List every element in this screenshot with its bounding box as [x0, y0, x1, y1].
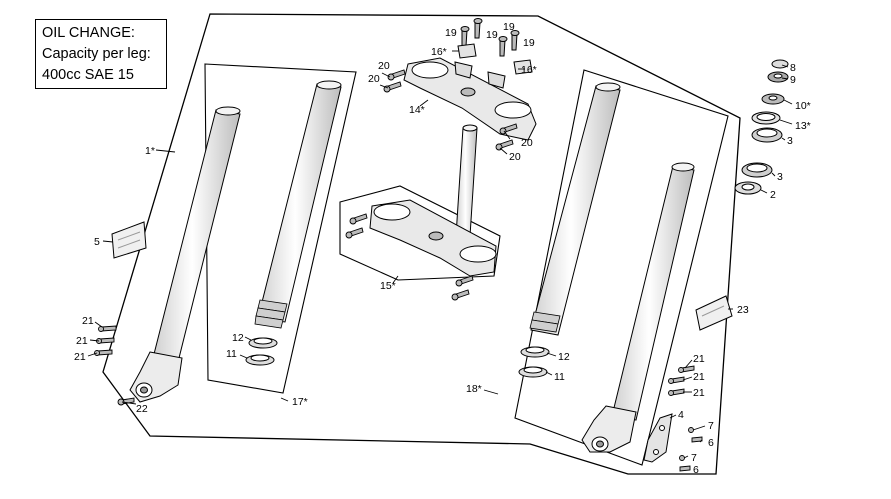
- sticker-23: [695, 295, 733, 331]
- bolts-21-22: [94, 325, 695, 406]
- label-part-10: 10*: [795, 100, 811, 112]
- label-part-9: 9: [790, 74, 796, 86]
- label-part-13: 13*: [795, 120, 811, 132]
- bolts-6-7: [679, 427, 703, 472]
- oil-capacity-value: 400cc SAE 15: [42, 67, 134, 83]
- label-part-16: 16*: [431, 46, 447, 58]
- label-part-21: 21: [693, 353, 705, 365]
- label-part-6: 6: [708, 437, 714, 449]
- steering-stem: [455, 124, 478, 237]
- oil-change-note: OIL CHANGE: Capacity per leg: 400cc SAE …: [35, 19, 167, 89]
- lower-clamp-frame: [339, 185, 501, 281]
- label-part-16: 16*: [521, 64, 537, 76]
- left-outer-tube: [254, 80, 342, 329]
- label-part-12: 12: [558, 351, 570, 363]
- pinch-bolts-20: [345, 69, 518, 301]
- right-seal-11: [518, 366, 548, 378]
- label-part-4: 4: [678, 409, 684, 421]
- left-inner-tube: [152, 106, 241, 363]
- upper-triple-clamp: [403, 57, 537, 141]
- label-part-3: 3: [777, 171, 783, 183]
- label-part-21: 21: [76, 335, 88, 347]
- right-inner-tube: [611, 162, 695, 421]
- label-part-6: 6: [693, 464, 699, 476]
- clamp-caps-16: [457, 43, 533, 75]
- label-part-14: 14*: [409, 104, 425, 116]
- label-part-5: 5: [94, 236, 100, 248]
- label-part-20: 20: [509, 151, 521, 163]
- sticker-5: [111, 221, 147, 259]
- label-part-20: 20: [521, 137, 533, 149]
- leader-lines: [87, 50, 793, 459]
- label-part-21: 21: [82, 315, 94, 327]
- label-part-21: 21: [693, 371, 705, 383]
- bearing-stack: [734, 59, 789, 195]
- label-part-19: 19: [503, 21, 515, 33]
- guard-plate-4: [643, 413, 673, 463]
- label-part-21: 21: [74, 351, 86, 363]
- label-part-23: 23: [737, 304, 749, 316]
- label-part-19: 19: [486, 29, 498, 41]
- label-part-12: 12: [232, 332, 244, 344]
- label-part-18: 18*: [466, 383, 482, 395]
- right-seal-12: [520, 346, 550, 358]
- oil-change-title: OIL CHANGE:: [42, 25, 135, 41]
- label-part-7: 7: [691, 452, 697, 464]
- oil-capacity-label: Capacity per leg:: [42, 46, 151, 62]
- clamp-bolts-19: [460, 18, 520, 57]
- label-part-19: 19: [523, 37, 535, 49]
- label-part-11: 11: [554, 371, 565, 383]
- right-outer-tube: [529, 82, 621, 336]
- label-part-15: 15*: [380, 280, 396, 292]
- label-part-7: 7: [708, 420, 714, 432]
- label-part-20: 20: [378, 60, 390, 72]
- left-leg-frame: [204, 63, 357, 394]
- left-axle-foot: [129, 351, 183, 403]
- label-part-3: 3: [787, 135, 793, 147]
- label-part-2: 2: [770, 189, 776, 201]
- part-labels: 1* 5 21 21 21 22 12 11 17* 15* 18* 12 11…: [74, 21, 811, 476]
- right-axle-foot: [581, 405, 637, 453]
- label-part-8: 8: [790, 62, 796, 74]
- label-part-20: 20: [368, 73, 380, 85]
- label-part-21: 21: [693, 387, 705, 399]
- label-part-22: 22: [136, 403, 148, 415]
- label-part-1: 1*: [145, 145, 155, 157]
- assembly-outline-frame: [102, 13, 741, 475]
- label-part-17: 17*: [292, 396, 308, 408]
- left-seal-11: [245, 354, 275, 366]
- label-part-11: 11: [226, 348, 237, 360]
- label-part-19: 19: [445, 27, 457, 39]
- lower-triple-clamp: [369, 199, 497, 277]
- left-seal-12: [248, 337, 278, 349]
